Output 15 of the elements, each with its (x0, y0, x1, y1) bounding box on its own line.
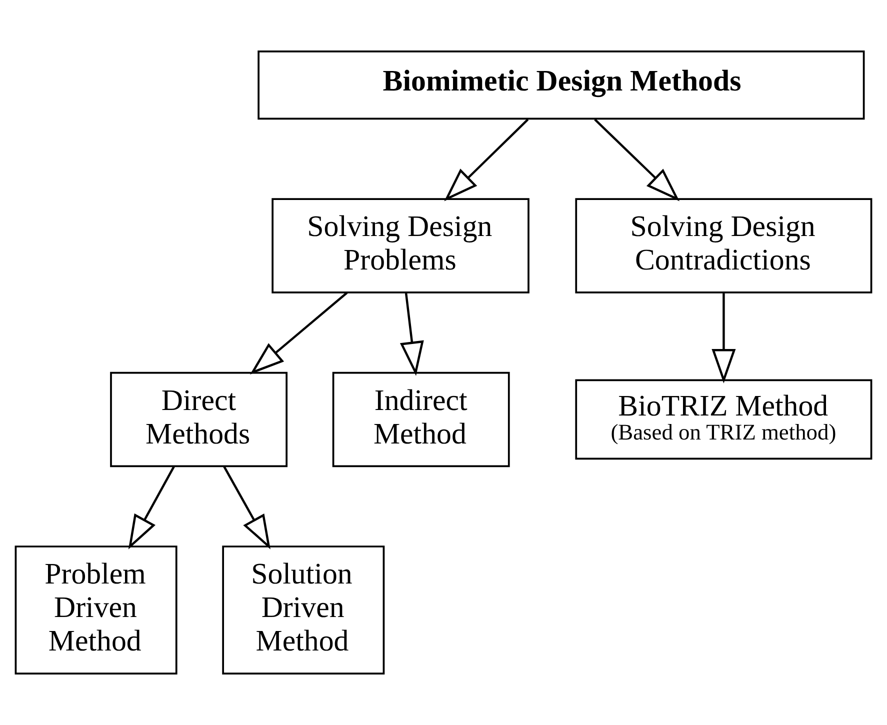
arrow (400, 293, 424, 376)
node-box: Solving Design Problems (272, 198, 530, 294)
node-box: Biomimetic Design Methods (258, 50, 865, 120)
arrow (128, 466, 175, 550)
node-box: Problem Driven Method (14, 546, 178, 674)
node-box: BioTRIZ Method (Based on TRIZ method) (575, 379, 872, 460)
node-box: Solution Driven Method (222, 546, 385, 674)
node-box: Solving Design Contradictions (575, 198, 872, 294)
arrow (594, 118, 680, 202)
arrow (444, 118, 529, 202)
arrow (712, 293, 736, 384)
arrow (250, 292, 348, 374)
node-box: Direct Methods (110, 372, 288, 468)
arrow (223, 466, 270, 550)
node-box: Indirect Method (332, 372, 510, 468)
